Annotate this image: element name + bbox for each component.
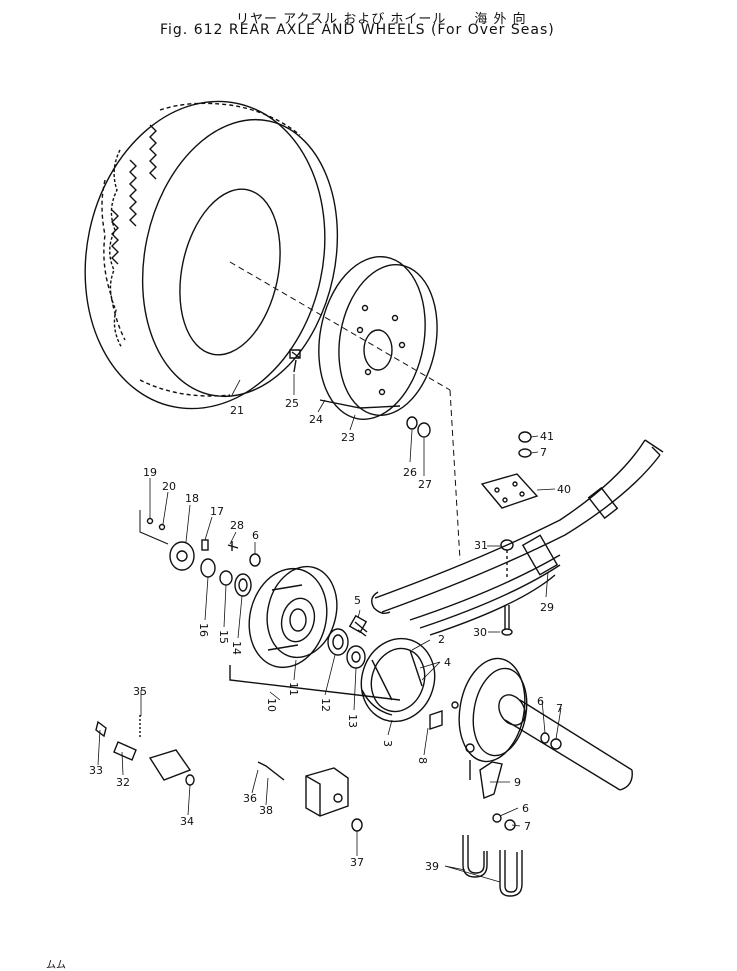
- part-number-21: 21: [230, 404, 244, 417]
- part-number-4: 4: [444, 656, 451, 669]
- part-number-7b: 7: [556, 702, 563, 715]
- part-number-15: 15: [217, 630, 230, 644]
- part-number-23: 23: [341, 431, 355, 444]
- part-number-24: 24: [309, 413, 323, 426]
- part-number-8: 8: [416, 757, 429, 764]
- part-number-5: 5: [354, 594, 361, 607]
- part-number-32: 32: [116, 776, 130, 789]
- part-number-6a: 6: [252, 529, 259, 542]
- hub-drum-drawing: [248, 565, 338, 669]
- part-number-36: 36: [243, 792, 257, 805]
- part-number-40: 40: [557, 483, 571, 496]
- part-number-7c: 7: [524, 820, 531, 833]
- part-number-9: 9: [514, 776, 521, 789]
- part-number-37: 37: [350, 856, 364, 869]
- tire-drawing: [84, 100, 339, 410]
- part-number-27: 27: [418, 478, 432, 491]
- part-number-16: 16: [197, 623, 210, 637]
- part-number-labels: 21 25 24 23 26 27 41 7 40 19 20 18 17 28…: [46, 397, 571, 971]
- part-number-19: 19: [143, 466, 157, 479]
- brake-shoe-drawing: [360, 637, 436, 723]
- part-number-41: 41: [540, 430, 554, 443]
- part-number-17: 17: [210, 505, 224, 518]
- title-japanese: リヤー アクスル および ホイール 海 外 向: [236, 12, 527, 27]
- part-number-26: 26: [403, 466, 417, 479]
- part-number-33: 33: [89, 764, 103, 777]
- part-number-31: 31: [474, 539, 488, 552]
- part-number-30: 30: [473, 626, 487, 639]
- part-number-2: 2: [438, 633, 445, 646]
- part-number-29: 29: [540, 601, 554, 614]
- part-number-7a: 7: [540, 446, 547, 459]
- part-number-18: 18: [185, 492, 199, 505]
- part-number-3: 3: [381, 740, 394, 747]
- part-number-12: 12: [319, 698, 332, 712]
- wheel-rim-drawing: [318, 256, 438, 420]
- part-number-28: 28: [230, 519, 244, 532]
- part-number-38: 38: [259, 804, 273, 817]
- part-number-6c: 6: [522, 802, 529, 815]
- axle-tube-drawing: [469, 694, 633, 791]
- part-number-39: 39: [425, 860, 439, 873]
- part-number-10: 10: [265, 698, 278, 712]
- part-number-20: 20: [162, 480, 176, 493]
- title-english: Fig. 612 REAR AXLE AND WHEELS (For Over …: [160, 22, 555, 38]
- part-number-25: 25: [285, 397, 299, 410]
- page-mark: ムム: [46, 959, 66, 971]
- part-number-35: 35: [133, 685, 147, 698]
- part-number-6b: 6: [537, 695, 544, 708]
- part-number-11: 11: [287, 682, 300, 696]
- part-number-14: 14: [230, 641, 243, 655]
- part-number-13: 13: [346, 714, 359, 728]
- part-number-34: 34: [180, 815, 194, 828]
